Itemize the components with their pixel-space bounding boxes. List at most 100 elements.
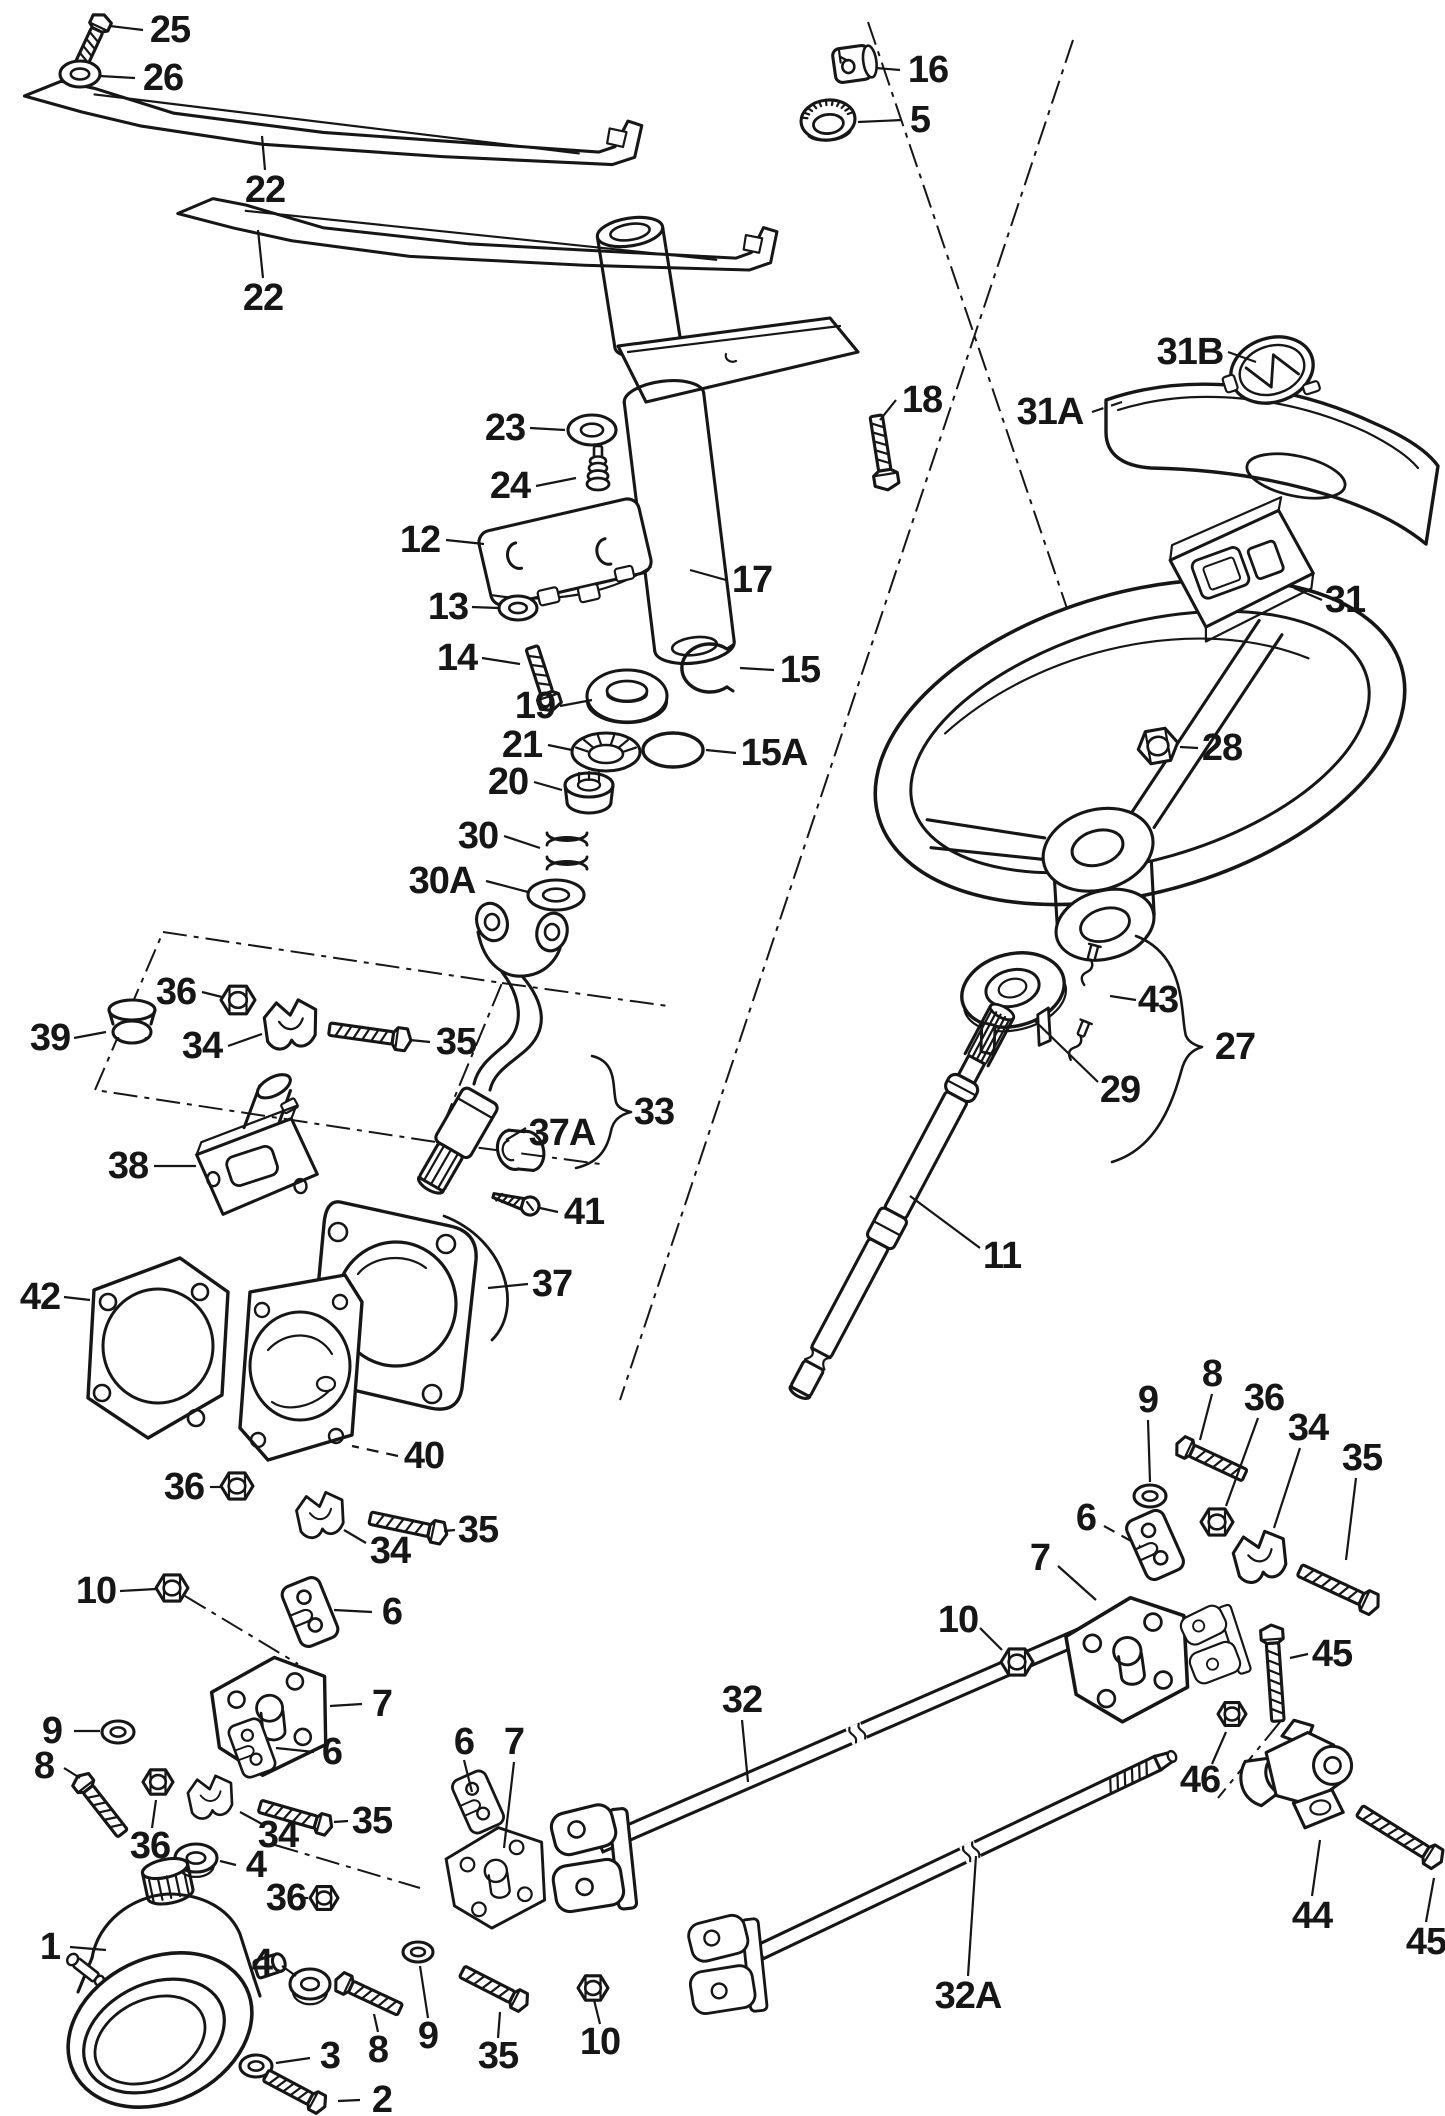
callout-26[interactable]: 26 [99, 57, 184, 99]
callout-6[interactable]: 6 [454, 1721, 475, 1793]
callout-10[interactable]: 10 [76, 1570, 157, 1612]
part-bolt-45-a [1259, 1623, 1286, 1723]
callout-19[interactable]: 19 [515, 685, 593, 727]
callout-37[interactable]: 37 [487, 1263, 573, 1305]
callout-35[interactable]: 35 [1342, 1437, 1384, 1561]
callout-36[interactable]: 36 [266, 1877, 308, 1919]
callout-24[interactable]: 24 [490, 465, 577, 507]
callout-41[interactable]: 41 [539, 1191, 606, 1233]
callout-43[interactable]: 43 [1109, 979, 1179, 1021]
leader-line [150, 1799, 158, 1829]
callout-34[interactable]: 34 [1272, 1407, 1330, 1529]
callout-8[interactable]: 8 [1198, 1353, 1223, 1441]
callout-35[interactable]: 35 [478, 2011, 520, 2077]
part-number-label: 7 [504, 1721, 524, 1763]
part-number-label: 15A [741, 732, 808, 774]
leader-line [275, 2056, 311, 2065]
callout-36[interactable]: 36 [1224, 1377, 1285, 1507]
callout-3[interactable]: 3 [275, 2035, 341, 2077]
leader-line [69, 1945, 107, 1952]
callout-40[interactable]: 40 [351, 1435, 445, 1477]
callout-45[interactable]: 45 [1289, 1633, 1354, 1675]
part-number-label: 14 [437, 637, 478, 679]
part-lever-22-upper [22, 79, 644, 167]
callout-34[interactable]: 34 [239, 1811, 300, 1856]
callout-35[interactable]: 35 [443, 1509, 500, 1551]
callout-7[interactable]: 7 [329, 1683, 393, 1725]
callout-34[interactable]: 34 [343, 1529, 412, 1572]
part-number-label: 42 [20, 1276, 60, 1318]
callout-4[interactable]: 4 [252, 1942, 297, 1984]
callout-29[interactable]: 29 [1033, 1019, 1141, 1111]
callout-34[interactable]: 34 [182, 1025, 263, 1067]
callout-30[interactable]: 30 [458, 815, 541, 857]
callout-36[interactable]: 36 [164, 1466, 222, 1508]
callout-36[interactable]: 36 [130, 1799, 171, 1867]
callout-13[interactable]: 13 [428, 586, 499, 628]
callout-7[interactable]: 7 [502, 1721, 525, 1849]
callout-32A[interactable]: 32A [935, 1855, 1003, 2017]
callout-9[interactable]: 9 [42, 1710, 100, 1752]
callout-38[interactable]: 38 [108, 1145, 196, 1187]
callout-39[interactable]: 39 [30, 1017, 107, 1059]
callout-21[interactable]: 21 [502, 724, 573, 766]
callout-25[interactable]: 25 [109, 9, 192, 51]
callout-30A[interactable]: 30A [409, 860, 529, 902]
callout-33[interactable]: 33 [634, 1091, 675, 1133]
callout-12[interactable]: 12 [400, 519, 485, 561]
callout-20[interactable]: 20 [488, 761, 563, 803]
leader-line [471, 605, 499, 610]
callout-22[interactable]: 22 [245, 135, 286, 211]
part-number-label: 16 [908, 49, 948, 91]
callout-45[interactable]: 45 [1406, 1877, 1445, 1963]
callout-23[interactable]: 23 [485, 407, 566, 449]
callout-35[interactable]: 35 [333, 1800, 394, 1842]
callout-2[interactable]: 2 [337, 2079, 393, 2116]
callout-1[interactable]: 1 [40, 1926, 107, 1968]
callout-4[interactable]: 4 [219, 1844, 268, 1886]
part-spring-30 [545, 831, 589, 871]
callout-5[interactable]: 5 [857, 99, 932, 141]
part-number-label: 1 [40, 1926, 61, 1968]
callout-27[interactable]: 27 [1215, 1026, 1256, 1068]
callout-14[interactable]: 14 [437, 637, 521, 679]
callout-10[interactable]: 10 [938, 1599, 1003, 1651]
callout-8[interactable]: 8 [368, 2013, 389, 2071]
part-clevis-6-a [280, 1576, 340, 1648]
callout-15[interactable]: 15 [739, 649, 822, 691]
part-bolt-8-c [1175, 1435, 1249, 1482]
part-number-label: 22 [245, 169, 285, 211]
callout-16[interactable]: 16 [875, 49, 949, 91]
callout-46[interactable]: 46 [1180, 1731, 1228, 1801]
callout-31[interactable]: 31 [1293, 579, 1367, 621]
part-washer-9-a [100, 1719, 136, 1745]
callout-32[interactable]: 32 [722, 1679, 763, 1783]
callout-9[interactable]: 9 [1138, 1379, 1159, 1483]
callout-7[interactable]: 7 [1030, 1537, 1097, 1601]
part-number-label: 28 [1202, 727, 1242, 769]
callout-18[interactable]: 18 [879, 379, 943, 421]
callout-36[interactable]: 36 [156, 971, 223, 1013]
callout-31A[interactable]: 31A [1017, 391, 1123, 433]
part-horn-pad-31A [1104, 382, 1440, 546]
callout-10[interactable]: 10 [580, 1999, 621, 2063]
leader-line [1293, 586, 1323, 602]
callout-31B[interactable]: 31B [1157, 331, 1257, 373]
callout-22[interactable]: 22 [243, 229, 284, 319]
callout-15A[interactable]: 15A [705, 732, 809, 774]
callout-6[interactable]: 6 [1076, 1497, 1141, 1547]
callout-37A[interactable]: 37A [505, 1112, 597, 1154]
callout-17[interactable]: 17 [689, 559, 773, 601]
callout-6[interactable]: 6 [333, 1591, 403, 1633]
callout-9[interactable]: 9 [418, 1965, 439, 2057]
callout-6[interactable]: 6 [275, 1731, 343, 1773]
callout-44[interactable]: 44 [1292, 1839, 1334, 1937]
leader-line [73, 1030, 107, 1040]
part-number-label: 6 [454, 1721, 474, 1763]
callout-28[interactable]: 28 [1179, 727, 1243, 769]
leader-line [409, 1038, 431, 1044]
callout-42[interactable]: 42 [20, 1276, 91, 1318]
callout-8[interactable]: 8 [34, 1745, 81, 1787]
callout-35[interactable]: 35 [409, 1021, 478, 1063]
callout-11[interactable]: 11 [909, 1195, 1023, 1277]
